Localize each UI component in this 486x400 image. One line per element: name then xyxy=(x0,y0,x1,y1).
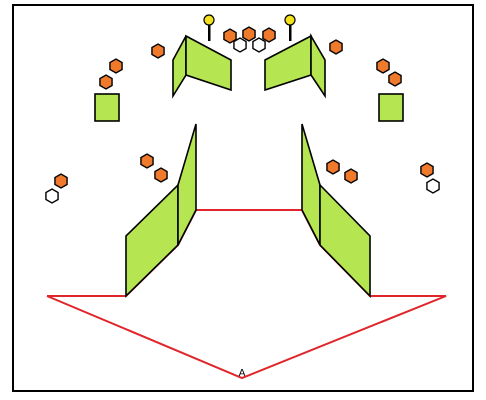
lower-walls xyxy=(125,123,371,298)
white-hexagon-marker xyxy=(426,178,440,194)
orange-hexagon-marker xyxy=(99,74,113,90)
lower-right-outer-panel xyxy=(319,183,371,298)
right-pin-head xyxy=(284,14,296,26)
orange-hexagon-marker xyxy=(223,28,237,44)
white-hexagon-marker xyxy=(233,37,247,53)
orange-hexagon-marker xyxy=(242,26,256,42)
upper-left-panel-b xyxy=(185,34,232,92)
orange-hexagon-marker xyxy=(326,159,340,175)
right-pin xyxy=(284,14,296,41)
diagram-frame xyxy=(12,4,474,392)
orange-hexagon-marker xyxy=(329,39,343,55)
orange-hexagon-marker xyxy=(262,27,276,43)
orange-hexagon-marker xyxy=(420,162,434,178)
right-pin-stem xyxy=(289,22,292,41)
hexagon-markers xyxy=(45,26,440,204)
orange-hexagon-marker xyxy=(154,167,168,183)
right-square-block xyxy=(378,93,404,122)
orange-hexagon-marker xyxy=(376,58,390,74)
white-hexagon-marker xyxy=(252,37,266,53)
orange-hexagon-marker xyxy=(151,43,165,59)
left-pin-stem xyxy=(208,22,211,41)
orange-hexagon-marker xyxy=(54,173,68,189)
orange-hexagon-marker xyxy=(344,168,358,184)
point-label: A xyxy=(239,368,246,379)
upper-walls xyxy=(172,33,326,99)
orange-hexagon-marker xyxy=(140,153,154,169)
left-square-block xyxy=(94,93,120,122)
orange-hexagon-marker xyxy=(388,71,402,87)
left-pin xyxy=(203,14,215,41)
upper-right-panel-b xyxy=(310,33,326,99)
left-pin-head xyxy=(203,14,215,26)
white-hexagon-marker xyxy=(45,188,59,204)
orange-hexagon-marker xyxy=(109,58,123,74)
lower-left-inner-panel xyxy=(177,123,197,246)
